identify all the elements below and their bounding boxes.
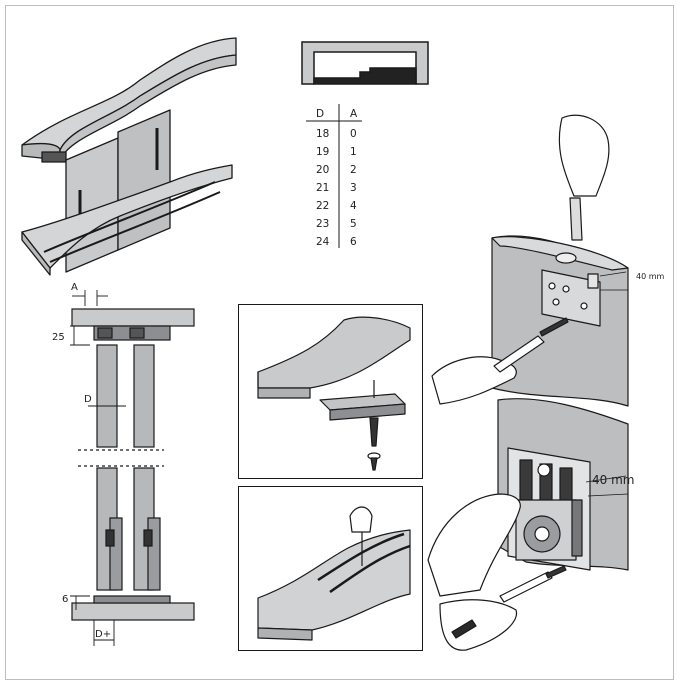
section-dimensions (70, 290, 126, 646)
table-cell-a: 6 (350, 236, 357, 248)
table-cell-d: 22 (316, 200, 329, 212)
inset-bottom-rail (238, 486, 423, 651)
table-cell-d: 19 (316, 146, 329, 158)
label-d-plus: D+ (95, 629, 111, 640)
table-rows: 18 0 19 1 20 2 21 3 22 4 23 5 24 6 (316, 128, 357, 248)
upper-bracket-assembly (431, 114, 629, 407)
upper-distance-marker (599, 271, 628, 291)
label-distance-large: 40 mm (592, 473, 634, 487)
lower-wheel-assembly (427, 398, 629, 651)
dimension-table: D A 18 0 19 1 20 2 21 3 22 4 23 5 24 6 (304, 102, 364, 250)
label-distance-small: 40 mm (636, 272, 665, 281)
rail-profile (301, 41, 429, 85)
table-cell-d: 18 (316, 128, 329, 140)
table-cell-a: 1 (350, 146, 357, 158)
table-header-a: A (350, 108, 358, 120)
table-cell-d: 23 (316, 218, 329, 230)
label-d: D (84, 394, 92, 405)
lower-distance-marker (585, 475, 629, 497)
table-cell-a: 0 (350, 128, 357, 140)
table-cell-d: 21 (316, 182, 329, 194)
table-cell-d: 20 (316, 164, 329, 176)
label-a: A (71, 282, 78, 293)
table-cell-d: 24 (316, 236, 330, 248)
table-cell-a: 5 (350, 218, 357, 230)
section-view (71, 308, 195, 621)
table-cell-a: 3 (350, 182, 357, 194)
isometric-wardrobe-view (21, 37, 237, 276)
inset-top-rail (238, 304, 423, 479)
table-header-d: D (316, 108, 324, 120)
table-cell-a: 2 (350, 164, 357, 176)
label-top-gap: 25 (52, 332, 65, 343)
label-bottom-gap: 6 (62, 594, 68, 605)
table-cell-a: 4 (350, 200, 357, 212)
